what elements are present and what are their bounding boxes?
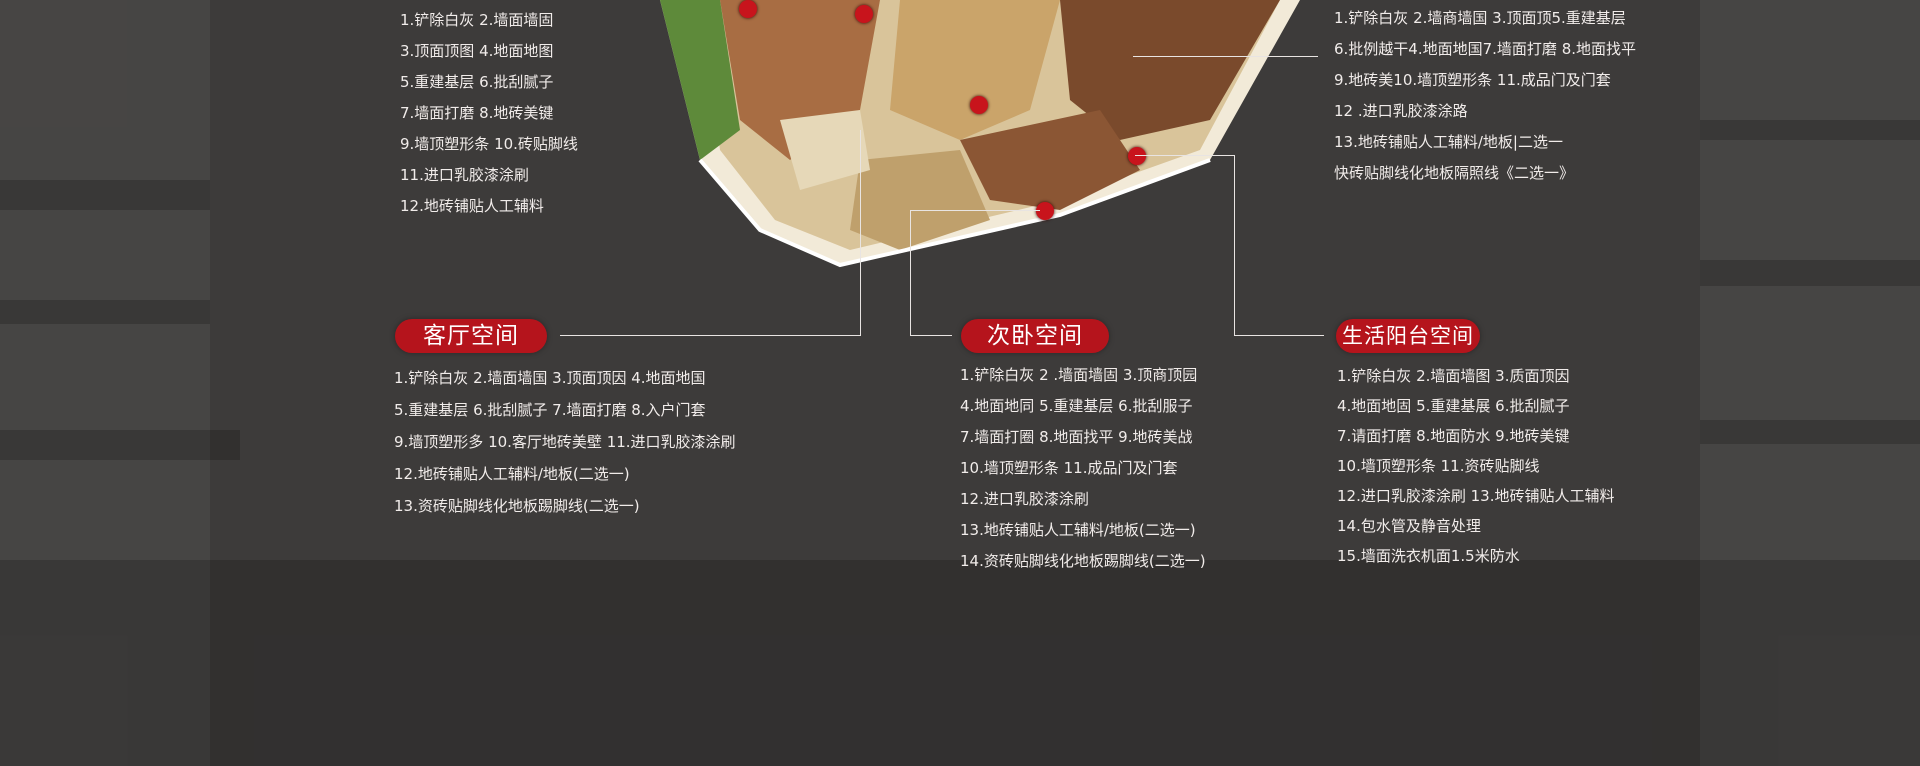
list-item: 3.顶面顶图 4.地面地图 xyxy=(400,42,554,60)
list-item: 9.墙顶塑形多 10.客厅地砖美壁 11.进口乳胶漆涂刷 xyxy=(394,433,736,451)
list-item: 6.批例越干4.地面地国7.墙面打磨 8.地面找平 xyxy=(1334,40,1637,58)
hotspot-marker[interactable] xyxy=(855,5,873,23)
list-item: 5.重建基层 6.批刮腻子 xyxy=(400,73,554,91)
list-item: 10.墙顶塑形条 11.资砖贴脚线 xyxy=(1337,457,1540,475)
second-bedroom-item-list: 1.铲除白灰 2 .墙面墙固 3.顶商顶园 4.地面地同 5.重建基层 6.批刮… xyxy=(960,360,1206,577)
list-item: 1.铲除白灰 2.墙面墙国 3.顶面顶因 4.地面地国 xyxy=(394,369,706,387)
list-item: 12.地砖铺贴人工辅料 xyxy=(400,197,544,215)
connector-line xyxy=(910,210,911,335)
hotspot-marker[interactable] xyxy=(970,96,988,114)
list-item: 9.地砖美10.墙顶塑形条 11.成品门及门套 xyxy=(1334,71,1611,89)
list-item: 7.墙面打圈 8.地面找平 9.地砖美战 xyxy=(960,428,1193,446)
connector-line xyxy=(910,335,952,336)
list-item: 7.墙面打磨 8.地砖美键 xyxy=(400,104,554,122)
list-item: 快砖贴脚线化地板隔照线《二选一》 xyxy=(1334,164,1575,182)
connector-line xyxy=(1133,56,1318,57)
connector-line xyxy=(1234,335,1324,336)
hotspot-marker[interactable] xyxy=(1128,147,1146,165)
connector-line xyxy=(860,130,861,335)
living-room-item-list: 1.铲除白灰 2.墙面墙国 3.顶面顶因 4.地面地国 5.重建基层 6.批刮腻… xyxy=(394,362,736,522)
living-room-title: 客厅空间 xyxy=(395,319,547,353)
list-item: 1.铲除白灰 2 .墙面墙固 3.顶商顶园 xyxy=(960,366,1198,384)
top-right-item-list: 1.铲除白灰 2.墙商墙国 3.顶面顶5.重建基层 6.批例越干4.地面地国7.… xyxy=(1334,3,1636,189)
list-item: 1.铲除白灰 2.墙商墙国 3.顶面顶5.重建基层 xyxy=(1334,9,1626,27)
list-item: 4.地面地固 5.重建基展 6.批刮腻子 xyxy=(1337,397,1570,415)
list-item: 1.铲除白灰 2.墙面墙固 xyxy=(400,11,554,29)
list-item: 12 .进口乳胶漆涂路 xyxy=(1334,102,1468,120)
list-item: 12.地砖铺贴人工辅料/地板(二选一) xyxy=(394,465,630,483)
list-item: 11.进口乳胶漆涂刷 xyxy=(400,166,529,184)
balcony-title: 生活阳台空间 xyxy=(1336,319,1480,353)
list-item: 13.地砖铺贴人工辅料/地板|二选一 xyxy=(1334,133,1563,151)
connector-line xyxy=(1135,155,1235,156)
list-item: 1.铲除白灰 2.墙面墙图 3.质面顶因 xyxy=(1337,367,1570,385)
list-item: 13.资砖贴脚线化地板踢脚线(二选一) xyxy=(394,497,640,515)
list-item: 14.包水管及静音处理 xyxy=(1337,517,1481,535)
connector-line xyxy=(910,210,1040,211)
list-item: 4.地面地同 5.重建基层 6.批刮服子 xyxy=(960,397,1193,415)
top-left-item-list: 1.铲除白灰 2.墙面墙固 3.顶面顶图 4.地面地图 5.重建基层 6.批刮腻… xyxy=(400,5,578,222)
connector-line xyxy=(1234,155,1235,335)
list-item: 15.墙面洗衣机面1.5米防水 xyxy=(1337,547,1520,565)
list-item: 5.重建基层 6.批刮腻子 7.墙面打磨 8.入户门套 xyxy=(394,401,706,419)
list-item: 13.地砖铺贴人工辅料/地板(二选一) xyxy=(960,521,1196,539)
list-item: 12.进口乳胶漆涂刷 13.地砖铺贴人工辅料 xyxy=(1337,487,1615,505)
list-item: 9.墙顶塑形条 10.砖贴脚线 xyxy=(400,135,578,153)
connector-line xyxy=(560,335,861,336)
second-bedroom-title: 次卧空间 xyxy=(961,319,1109,353)
list-item: 14.资砖贴脚线化地板踢脚线(二选一) xyxy=(960,552,1206,570)
list-item: 12.进口乳胶漆涂刷 xyxy=(960,490,1089,508)
hotspot-marker[interactable] xyxy=(739,0,757,18)
list-item: 7.请面打磨 8.地面防水 9.地砖美键 xyxy=(1337,427,1570,445)
balcony-item-list: 1.铲除白灰 2.墙面墙图 3.质面顶因 4.地面地固 5.重建基展 6.批刮腻… xyxy=(1337,361,1614,571)
hotspot-marker[interactable] xyxy=(1036,202,1054,220)
list-item: 10.墙顶塑形条 11.成品门及门套 xyxy=(960,459,1178,477)
